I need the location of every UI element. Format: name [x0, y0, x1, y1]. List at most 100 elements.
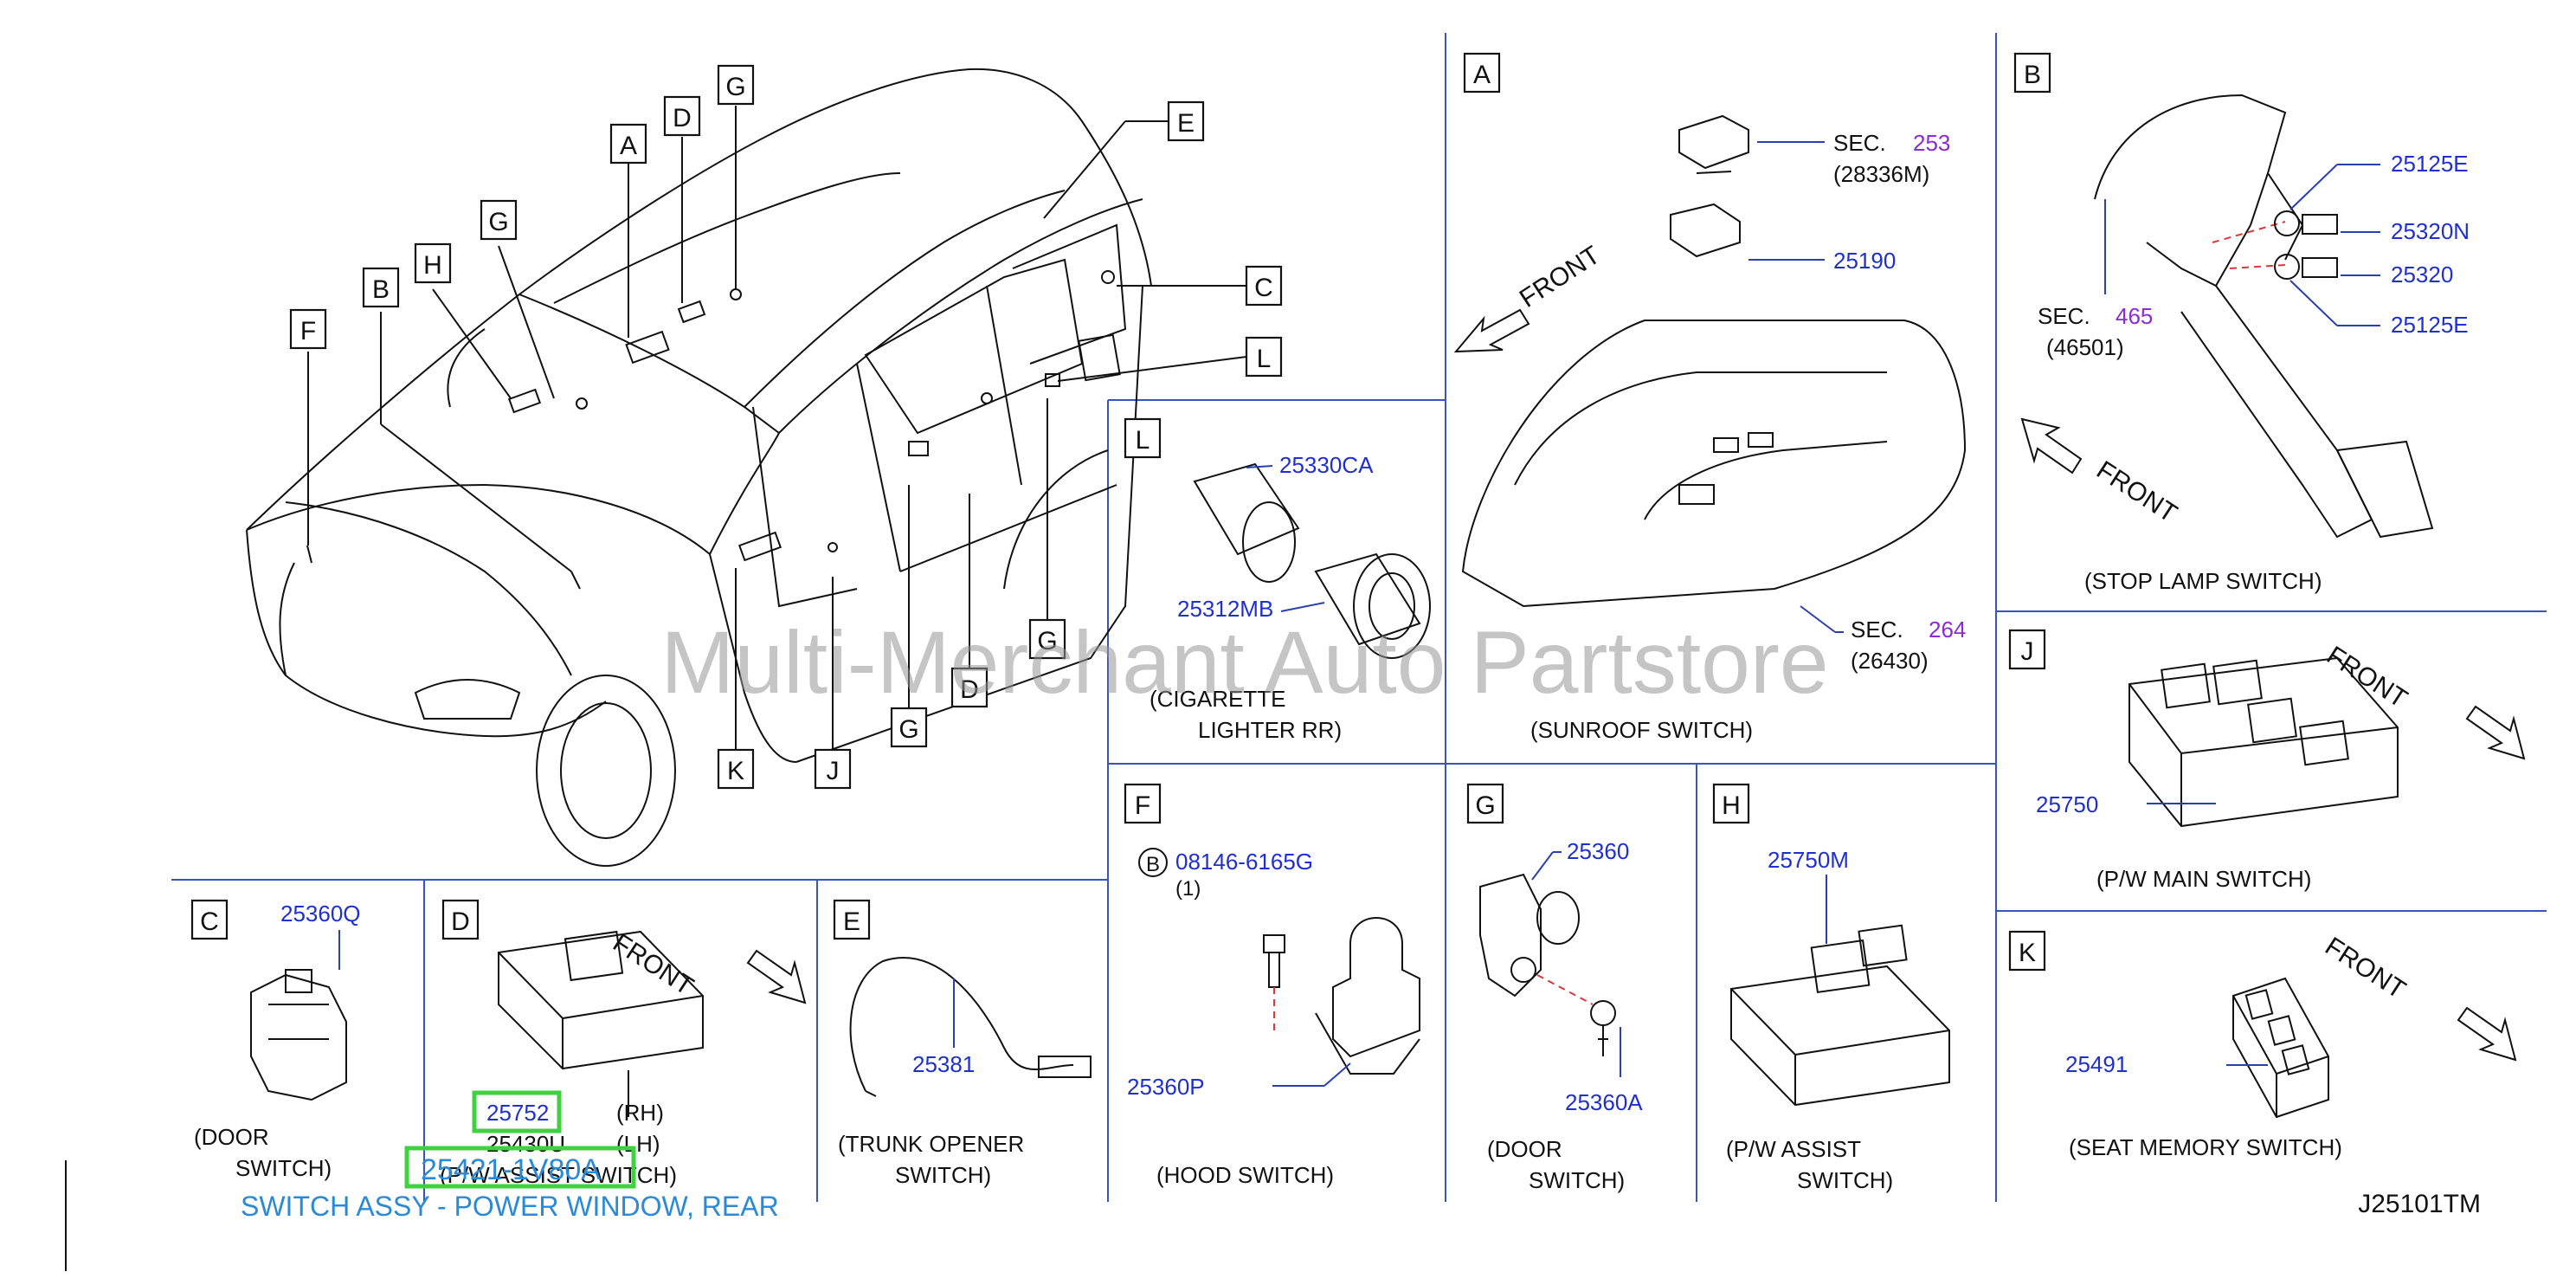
svg-text:(RH): (RH) — [616, 1100, 664, 1126]
front-arrow-icon — [2465, 705, 2526, 760]
panel-l-part-25312mb: 25312MB — [1177, 596, 1273, 622]
panel-c-part-25360q: 25360Q — [280, 901, 361, 927]
front-arrow-icon — [746, 949, 807, 1004]
panel-g-door-switch: G 25360 25360A (DOOR SWITCH) — [1466, 783, 1643, 1193]
diagram-code: J25101TM — [2358, 1190, 2481, 1218]
panel-l-caption-2: LIGHTER RR) — [1198, 717, 1342, 743]
panel-f-part-08146-6165g: 08146-6165G — [1175, 849, 1313, 875]
svg-text:(28336M): (28336M) — [1833, 161, 1929, 187]
svg-text:SEC.: SEC. — [1833, 130, 1886, 156]
panel-j-caption: (P/W MAIN SWITCH) — [2096, 866, 2311, 892]
panel-b-letter: B — [2024, 61, 2041, 89]
panel-b-part-25320: 25320 — [2391, 262, 2453, 287]
vehicle-leader-lines — [307, 106, 1247, 750]
panel-dividers — [65, 33, 2547, 1271]
panel-c-caption-2: SWITCH) — [235, 1155, 332, 1181]
svg-text:B: B — [372, 275, 390, 304]
svg-text:(26430): (26430) — [1851, 648, 1929, 674]
panel-d-part-25752: 25752 — [486, 1100, 549, 1126]
svg-text:E: E — [1177, 109, 1195, 138]
panel-g-caption-1: (DOOR — [1487, 1136, 1562, 1162]
vehicle-callout-e: E — [1167, 100, 1205, 142]
panel-b-caption: (STOP LAMP SWITCH) — [2084, 568, 2322, 594]
panel-b-sec: 465 — [2116, 303, 2153, 329]
front-arrow-icon — [1453, 308, 1530, 353]
vehicle-callout-h: H — [414, 242, 452, 284]
vehicle-callouts: A D G E C L G H B F K J G D G — [289, 64, 1283, 790]
vehicle-callout-g: G — [717, 64, 755, 106]
panel-b-part-25125e-bot: 25125E — [2391, 312, 2469, 338]
svg-text:G: G — [488, 208, 508, 236]
vehicle-callout-g3: G — [890, 707, 928, 748]
watermark: Multi-Merchant Auto Partstore — [660, 613, 1828, 712]
panel-e-caption-1: (TRUNK OPENER — [838, 1131, 1024, 1157]
bolt-b-mark: B — [1146, 853, 1160, 876]
vehicle-callout-c: C — [1245, 265, 1283, 307]
vehicle-callout-b: B — [362, 267, 400, 308]
panel-e-caption-2: SWITCH) — [895, 1162, 991, 1188]
svg-text:(46501): (46501) — [2046, 334, 2124, 360]
vehicle-callout-d: D — [663, 95, 701, 137]
highlight-part-box — [404, 1146, 636, 1189]
panel-l-cigarette-lighter: L 25330CA 25312MB (CIGARETTE LIGHTER RR) — [1124, 417, 1431, 743]
panel-e-trunk-opener-switch: E 25381 (TRUNK OPENER SWITCH) — [833, 899, 1092, 1188]
panel-a-sunroof-switch: A SEC. 253 (28336M) 25190 SEC. 264 (2643… — [1453, 52, 1966, 743]
panel-f-caption: (HOOD SWITCH) — [1156, 1162, 1334, 1188]
panel-k-front-label: FRONT — [2320, 932, 2411, 1004]
panel-j-letter: J — [2021, 637, 2034, 666]
svg-text:A: A — [620, 132, 637, 160]
svg-text:L: L — [1257, 345, 1272, 373]
panel-a-sec-top: 253 — [1913, 130, 1950, 156]
vehicle-callout-g2: G — [480, 199, 518, 241]
highlight-caption: SWITCH ASSY - POWER WINDOW, REAR — [241, 1191, 779, 1222]
panel-a-front-label: FRONT — [1515, 241, 1606, 313]
vehicle-callout-g4: G — [1028, 618, 1066, 660]
panel-a-caption: (SUNROOF SWITCH) — [1530, 717, 1753, 743]
panel-h-letter: H — [1722, 791, 1741, 820]
panel-k-letter: K — [2019, 939, 2036, 967]
panel-j-part-25750: 25750 — [2036, 791, 2098, 817]
highlight-part-number: 25421-1V80A — [421, 1153, 601, 1186]
panel-g-part-25360a: 25360A — [1565, 1089, 1643, 1115]
panel-d-caption: (P/W ASSIST SWITCH) — [440, 1162, 677, 1188]
panel-d-letter: D — [451, 907, 470, 936]
panel-e-part-25381: 25381 — [912, 1051, 975, 1077]
front-arrow-icon — [2457, 1006, 2517, 1062]
panel-k-caption: (SEAT MEMORY SWITCH) — [2069, 1134, 2342, 1160]
front-arrow-icon — [2020, 417, 2083, 475]
panel-b-part-25125e-top: 25125E — [2391, 151, 2469, 177]
panel-a-part-25190: 25190 — [1833, 248, 1896, 274]
panel-g-part-25360: 25360 — [1567, 838, 1629, 864]
svg-text:(1): (1) — [1175, 877, 1201, 901]
panel-l-part-25330ca: 25330CA — [1279, 452, 1374, 478]
panel-c-letter: C — [200, 907, 219, 936]
panel-a-sec-bot: 264 — [1929, 617, 1966, 642]
vehicle-callout-l: L — [1245, 336, 1283, 378]
panel-c-door-switch: C 25360Q (DOOR SWITCH) — [190, 899, 361, 1181]
vehicle-callout-k: K — [717, 748, 755, 790]
svg-text:C: C — [1254, 274, 1273, 302]
svg-text:D: D — [960, 675, 979, 704]
panel-b-stop-lamp-switch: B 25125E 25320N 25320 25125E SEC. 465 (4… — [2013, 52, 2470, 594]
svg-text:G: G — [725, 73, 745, 101]
panel-k-seat-memory-switch: K 25491 FRONT (SEAT MEMORY SWITCH) — [2008, 930, 2517, 1160]
panel-f-hood-switch: F B 08146-6165G (1) 25360P (HOOD SWITCH) — [1124, 783, 1420, 1188]
panel-l-letter: L — [1136, 426, 1150, 455]
panel-f-letter: F — [1135, 791, 1150, 820]
panel-g-letter: G — [1475, 791, 1495, 820]
vehicle-callout-a: A — [609, 123, 647, 165]
panel-j-pw-main-switch: J 25750 FRONT (P/W MAIN SWITCH) — [2008, 629, 2526, 892]
panel-b-front-label: FRONT — [2091, 455, 2182, 528]
vehicle-callout-d2: D — [950, 667, 989, 708]
panel-d-pw-assist-switch: D FRONT 25752 (RH) 25430U (LH) (P/W ASSI… — [440, 899, 807, 1188]
panel-a-letter: A — [1473, 61, 1491, 89]
panel-h-caption-2: SWITCH) — [1797, 1167, 1893, 1193]
svg-text:J: J — [827, 757, 840, 785]
svg-text:F: F — [300, 317, 316, 345]
svg-text:SEC.: SEC. — [2038, 303, 2090, 329]
vehicle-illustration — [246, 68, 1152, 867]
vehicle-callout-f: F — [289, 308, 327, 350]
svg-text:G: G — [1037, 627, 1057, 655]
panel-k-part-25491: 25491 — [2065, 1051, 2128, 1077]
